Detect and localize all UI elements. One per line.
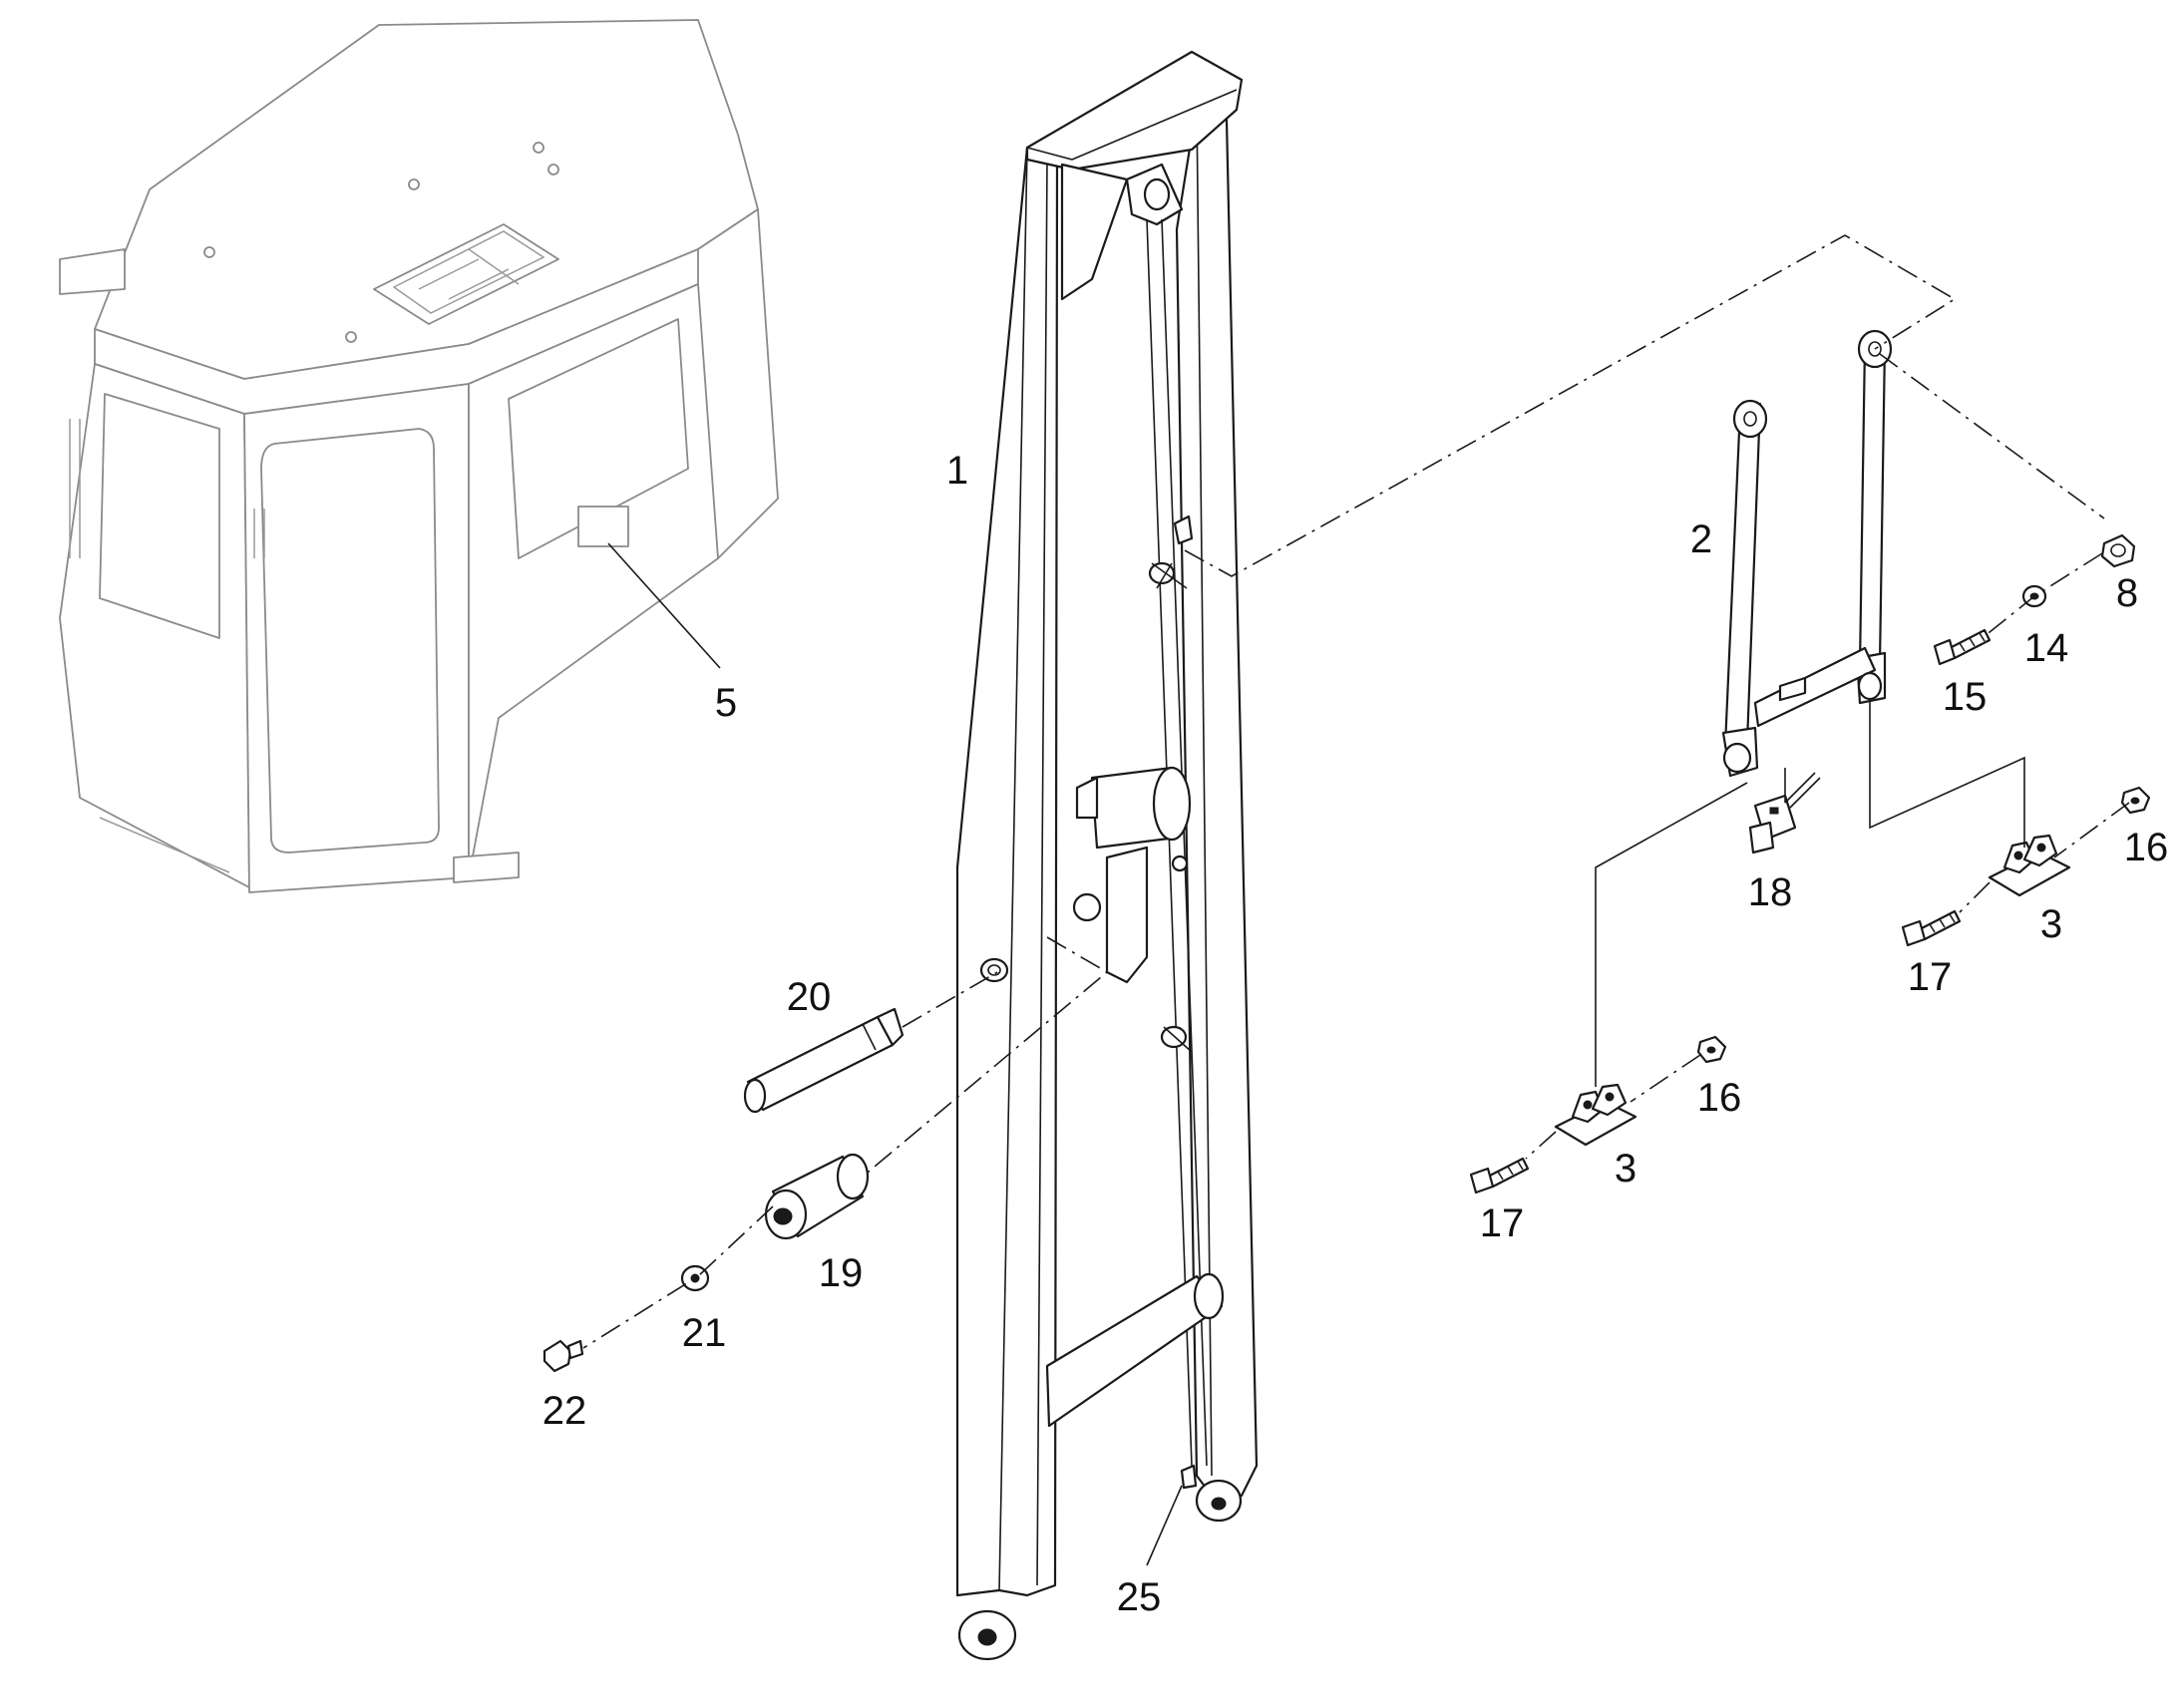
nut-part-16-upper	[2120, 786, 2151, 815]
callout-21: 21	[682, 1311, 727, 1355]
leader-lines	[607, 542, 2025, 1566]
callout-labels: 1 2 3 3 5 8 14 15 16 16 17 17 18 19 20 2…	[543, 449, 2169, 1619]
bolt-part-17-lower	[1469, 1157, 1530, 1195]
callout-8: 8	[2116, 571, 2138, 615]
callout-16-lower: 16	[1697, 1076, 1742, 1120]
callout-16-upper: 16	[2124, 826, 2169, 869]
lift-frame-part-1	[955, 50, 1259, 1661]
callout-17-lower: 17	[1480, 1201, 1525, 1245]
callout-3-upper: 3	[2040, 902, 2062, 946]
callout-14: 14	[2024, 626, 2069, 670]
nut-part-8	[2100, 533, 2136, 568]
callout-1: 1	[946, 449, 968, 493]
callout-18: 18	[1748, 870, 1793, 914]
assembly-center-lines	[582, 234, 2130, 1349]
cab-assembly	[59, 19, 779, 893]
callout-22: 22	[543, 1389, 587, 1433]
bracket-part-3-lower	[1554, 1083, 1637, 1147]
switch-part-18	[1748, 772, 1821, 854]
callout-15: 15	[1943, 675, 1988, 719]
callout-19: 19	[819, 1251, 864, 1295]
bolt-part-15	[1933, 628, 1992, 666]
pin-part-20	[743, 1007, 905, 1114]
nut-part-16-lower	[1696, 1035, 1727, 1064]
callout-17-upper: 17	[1908, 955, 1953, 999]
bolt-part-17-upper	[1901, 909, 1962, 947]
decal-part-5	[577, 506, 629, 547]
callout-3-lower: 3	[1615, 1147, 1636, 1191]
strut-part-2	[1721, 329, 1893, 778]
callout-20: 20	[787, 975, 832, 1019]
callout-2: 2	[1690, 517, 1712, 561]
bracket-part-3-upper	[1988, 834, 2071, 897]
callout-5: 5	[715, 681, 737, 725]
callout-25: 25	[1117, 1575, 1162, 1619]
bolt-part-22	[543, 1339, 584, 1373]
bushing-part-19	[764, 1153, 870, 1240]
